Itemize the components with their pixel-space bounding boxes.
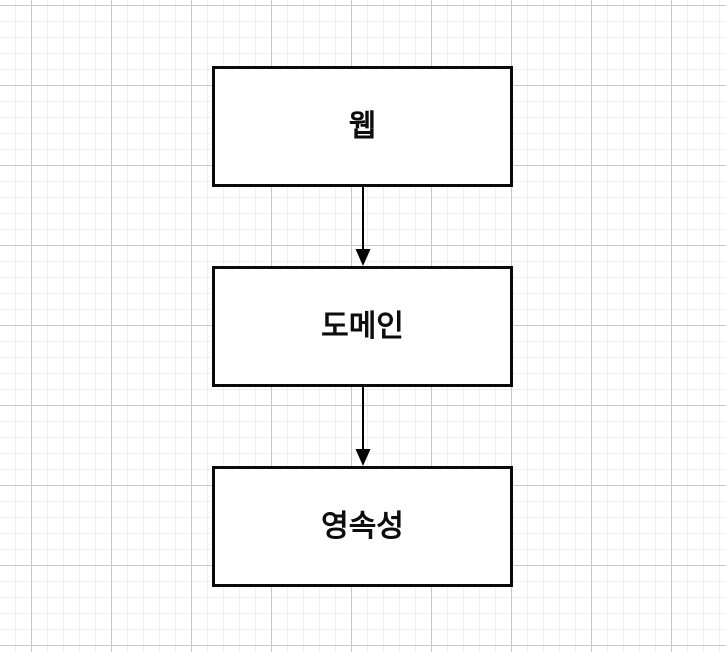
node-persistence-label: 영속성: [321, 508, 404, 544]
node-web-label: 웹: [348, 108, 377, 144]
node-persistence[interactable]: 영속성: [212, 466, 513, 587]
arrowhead-down-icon: [355, 249, 371, 266]
node-web[interactable]: 웹: [212, 66, 513, 187]
node-domain-label: 도메인: [321, 308, 404, 344]
node-domain[interactable]: 도메인: [212, 266, 513, 387]
edge-web-to-domain: [355, 187, 371, 266]
arrowhead-down-icon: [355, 449, 371, 466]
edge-domain-to-persistence: [355, 387, 371, 466]
